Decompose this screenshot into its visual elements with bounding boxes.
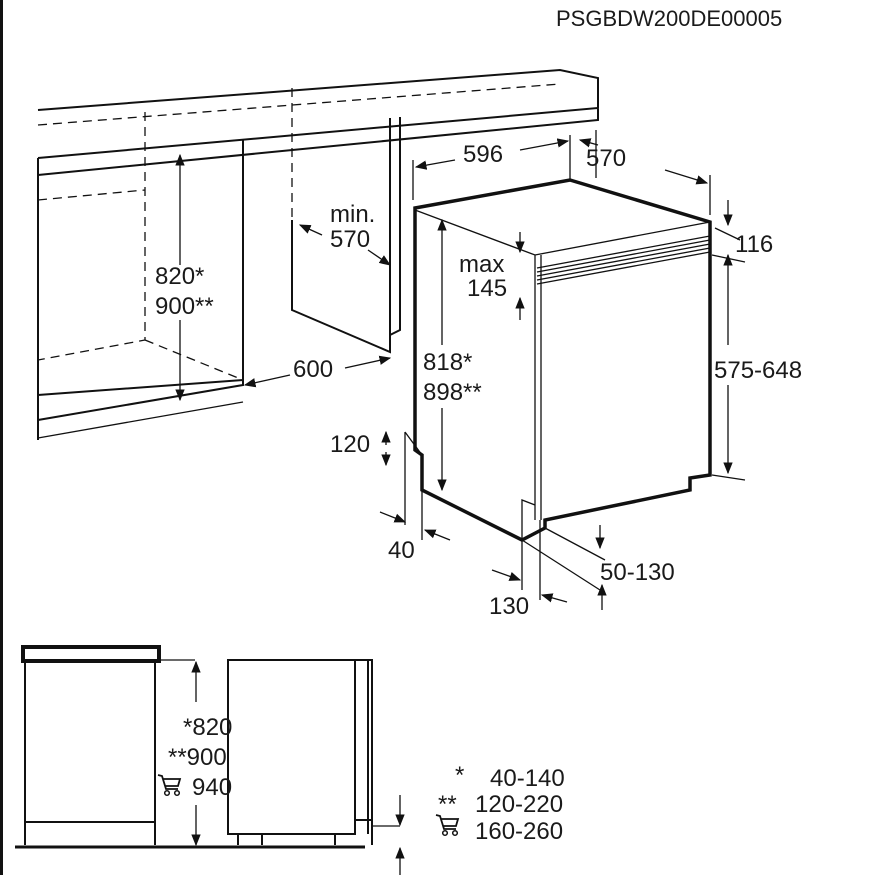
appliance-height-2: 898**	[423, 379, 482, 406]
niche-depth-value: 570	[330, 226, 370, 253]
niche-height-2: 900**	[155, 293, 214, 320]
width-label: 596	[463, 141, 503, 168]
countertop-niche	[37, 68, 599, 440]
top-gap-label: 116	[735, 231, 773, 258]
plinth-depth-label: 130	[489, 593, 529, 620]
dimension-lines	[175, 130, 746, 610]
plinth-1-mark: *	[455, 762, 464, 789]
plinth-offset-label: 40	[388, 537, 415, 564]
niche-depth-min-label: min.	[330, 201, 375, 228]
plinth-1-range: 40-140	[490, 765, 565, 792]
side-height-3: 940	[192, 774, 232, 801]
niche-width: 600	[293, 356, 333, 383]
plinth-height-label: 120	[330, 431, 370, 458]
diagram-code: PSGBDW200DE00005	[556, 6, 782, 31]
side-view-drawing	[15, 645, 405, 875]
appliance-height-1: 818*	[423, 349, 472, 376]
shopping-cart-icon	[157, 774, 181, 797]
max-value: 145	[467, 275, 507, 302]
side-height-1: *820	[183, 714, 232, 741]
door-bottom-gap-label: 50-130	[600, 559, 675, 586]
plinth-3-range: 160-260	[475, 818, 563, 845]
plinth-2-mark: **	[438, 791, 457, 818]
shopping-cart-icon	[435, 814, 459, 837]
door-height-label: 575-648	[714, 357, 802, 384]
niche-height-1: 820*	[155, 263, 204, 290]
side-height-2: **900	[168, 744, 227, 771]
plinth-2-range: 120-220	[475, 791, 563, 818]
depth-label: 570	[586, 145, 626, 172]
max-label: max	[459, 251, 504, 278]
